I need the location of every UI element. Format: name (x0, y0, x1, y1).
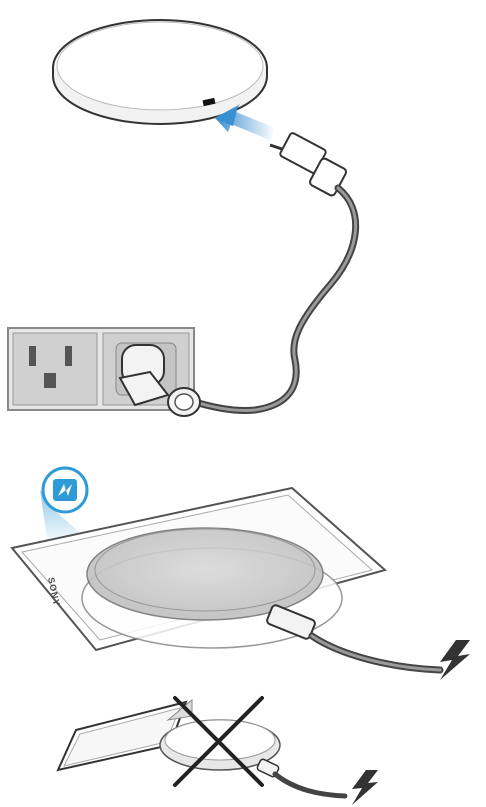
power-cable (195, 188, 356, 411)
pad-cable-bottom (256, 758, 345, 796)
lightning-icon (440, 640, 470, 680)
lightning-icon-bottom (352, 770, 378, 805)
wall-outlet-icon (8, 328, 194, 410)
